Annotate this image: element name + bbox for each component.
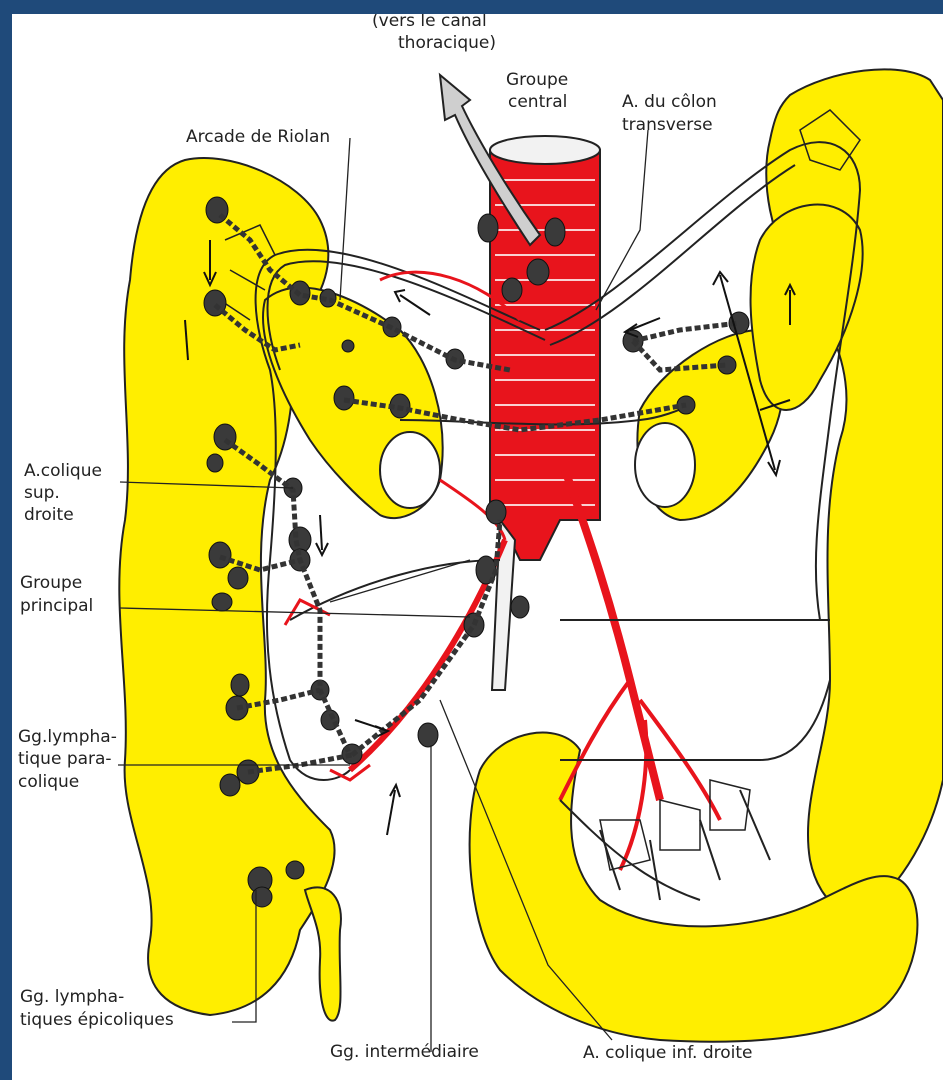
label-intermediaire: Gg. intermédiaire — [330, 1042, 479, 1062]
label-paracolique-line2: tique para- — [18, 749, 112, 769]
label-colique-sup-line2: sup. — [24, 483, 60, 503]
label-arcade-riolan: Arcade de Riolan — [186, 127, 330, 147]
descending-colon — [766, 69, 943, 914]
label-colon-transverse-line1: A. du côlon — [622, 92, 717, 112]
label-groupe-principal-line2: principal — [20, 596, 93, 616]
label-canal-line1: (vers le canal — [372, 14, 487, 31]
colon-cut-left — [380, 432, 440, 508]
label-epicoliques-line2: tiques épicoliques — [20, 1010, 174, 1030]
label-canal-line2: thoracique) — [398, 33, 496, 53]
colon-cut-right — [635, 423, 695, 507]
anatomy-diagram: (vers le canal thoracique) Groupe centra… — [12, 14, 943, 1080]
label-groupe-principal-line1: Groupe — [20, 573, 82, 593]
label-epicoliques-line1: Gg. lympha- — [20, 987, 124, 1007]
label-colique-sup-line3: droite — [24, 505, 74, 525]
label-colique-inf: A. colique inf. droite — [583, 1043, 752, 1063]
diagram-frame: (vers le canal thoracique) Groupe centra… — [12, 14, 943, 1080]
label-groupe-central-line1: Groupe — [506, 70, 568, 90]
label-paracolique-line1: Gg.lympha- — [18, 727, 117, 747]
aorta-top — [490, 136, 600, 164]
label-colique-sup-line1: A.colique — [24, 461, 102, 481]
label-groupe-central-line2: central — [508, 92, 567, 112]
label-colon-transverse-line2: transverse — [622, 115, 713, 135]
appendix — [305, 887, 341, 1020]
label-paracolique-line3: colique — [18, 772, 79, 792]
